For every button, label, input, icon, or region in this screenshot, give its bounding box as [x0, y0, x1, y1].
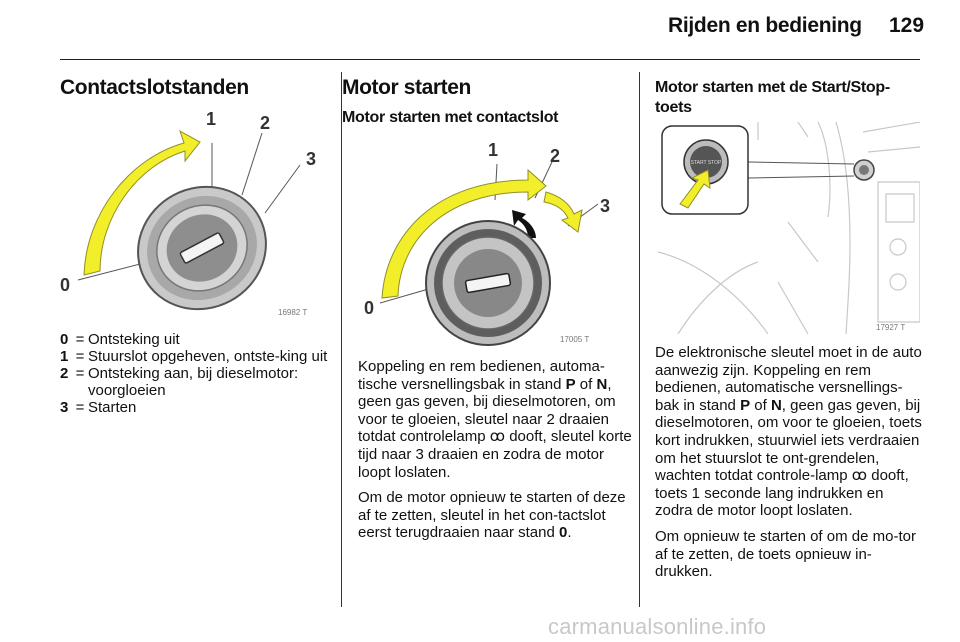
- watermark: carmanualsonline.info: [548, 614, 767, 639]
- rotation-arrow-icon: [381, 168, 547, 299]
- start-arrow-icon: [543, 191, 583, 233]
- glow-plug-icon: ꝏ: [489, 427, 506, 446]
- key-start-figure: 1 2 3 0 17005 T: [364, 140, 610, 346]
- legend-row: 1 = Stuurslot opgeheven, ontste-king uit: [60, 348, 328, 365]
- paragraph: Om de motor opnieuw te starten of deze a…: [358, 489, 634, 542]
- legend-text: Starten: [88, 399, 137, 416]
- text-run: of: [750, 396, 771, 414]
- subheading-contactslot: Motor starten met contactslot: [342, 109, 559, 126]
- position-label-1: 1: [488, 140, 498, 160]
- pointer-line-2: [241, 132, 263, 196]
- legend-equals: =: [75, 365, 85, 382]
- lock-cylinder-icon: [137, 185, 267, 311]
- start-stop-instructions: De elektronische sleutel moet in de auto…: [655, 344, 923, 589]
- gear-p-label: P: [740, 396, 751, 414]
- start-stop-button-face: [690, 146, 722, 178]
- section-heading-contactslotstanden: Contactslotstanden: [60, 76, 249, 99]
- text-run: , geen gas geven, bij dieselmotoren, om …: [358, 375, 616, 446]
- position-label-2: 2: [260, 113, 270, 133]
- figure-code: 17005 T: [560, 335, 589, 344]
- text-run: dooft, sleutel korte tijd naar 3 draaien…: [358, 428, 632, 481]
- text-run: of: [575, 375, 597, 393]
- key-start-instructions: Koppeling en rem bedienen, automa-tische…: [358, 358, 634, 550]
- paragraph: Koppeling en rem bedienen, automa-tische…: [358, 358, 634, 481]
- legend-key: 2: [60, 365, 69, 382]
- column-divider-2: [639, 72, 640, 607]
- figure-code: 17927 T: [876, 323, 905, 332]
- legend-equals: =: [75, 348, 85, 365]
- dashboard-sketch: [658, 122, 920, 334]
- press-arrow-icon: [679, 169, 711, 209]
- text-run: dooft, toets 1 seconde lang indrukken en…: [655, 467, 909, 520]
- pointer-line-0: [379, 287, 433, 304]
- legend-text: Ontsteking aan, bij dieselmotor: voorglo…: [88, 365, 299, 399]
- legend-text: Stuurslot opgeheven, ontste-king uit: [88, 348, 328, 365]
- position-label-0: 0: [364, 298, 374, 318]
- legend-equals: =: [75, 331, 85, 348]
- position-zero-label: 0: [558, 524, 568, 542]
- callout-line: [747, 175, 855, 179]
- pointer-line-3: [264, 164, 301, 214]
- legend-key: 3: [60, 399, 69, 416]
- gear-p-label: P: [565, 375, 576, 393]
- position-legend: 0 = Ontsteking uit 1 = Stuurslot opgehev…: [60, 331, 328, 416]
- start-stop-button-text: START STOP: [691, 160, 722, 166]
- section-heading-motor-starten: Motor starten: [342, 76, 471, 99]
- ignition-positions-figure: 1 2 3 0 16982 T: [60, 109, 316, 317]
- page-header-title: Rijden en bediening: [668, 14, 862, 37]
- page-number: 129: [889, 14, 925, 37]
- lock-cylinder-icon: [425, 220, 551, 346]
- position-label-3: 3: [306, 149, 316, 169]
- return-arrow-icon: [512, 210, 536, 238]
- paragraph: Om opnieuw te starten of om de mo-tor af…: [655, 527, 916, 581]
- position-label-2: 2: [550, 146, 560, 166]
- glow-plug-icon: ꝏ: [851, 466, 868, 485]
- column-divider-1: [341, 72, 342, 607]
- header-rule: [60, 59, 920, 60]
- dash-button-center: [859, 165, 869, 175]
- subheading-start-stop: Motor starten met de Start/Stop-toets: [655, 79, 890, 116]
- legend-key: 0: [60, 331, 69, 348]
- text-run: .: [567, 524, 572, 542]
- position-label-3: 3: [600, 196, 610, 216]
- figure-code: 16982 T: [278, 308, 307, 317]
- text-run: De elektronische sleutel moet in de auto…: [655, 344, 922, 414]
- gear-n-label: N: [596, 375, 608, 393]
- text-run: , geen gas geven, bij dieselmotoren, om …: [655, 396, 922, 485]
- text-run: Om de motor opnieuw te starten of deze a…: [358, 489, 626, 542]
- gear-n-label: N: [770, 396, 782, 414]
- legend-key: 1: [60, 348, 69, 365]
- rotation-arrow-icon: [83, 129, 201, 276]
- legend-row: 3 = Starten: [60, 399, 328, 416]
- text-run: Koppeling en rem bedienen, automa-tische…: [358, 358, 605, 393]
- legend-text: Ontsteking uit: [88, 331, 180, 348]
- position-label-0: 0: [60, 275, 70, 295]
- callout-line: [747, 161, 855, 165]
- start-stop-button-figure: START STOP 17927 T: [658, 122, 920, 334]
- legend-row: 0 = Ontsteking uit: [60, 331, 328, 348]
- legend-row: 2 = Ontsteking aan, bij dieselmotor: voo…: [60, 365, 328, 399]
- paragraph: De elektronische sleutel moet in de auto…: [655, 344, 923, 520]
- legend-equals: =: [75, 399, 85, 416]
- position-label-1: 1: [206, 109, 216, 129]
